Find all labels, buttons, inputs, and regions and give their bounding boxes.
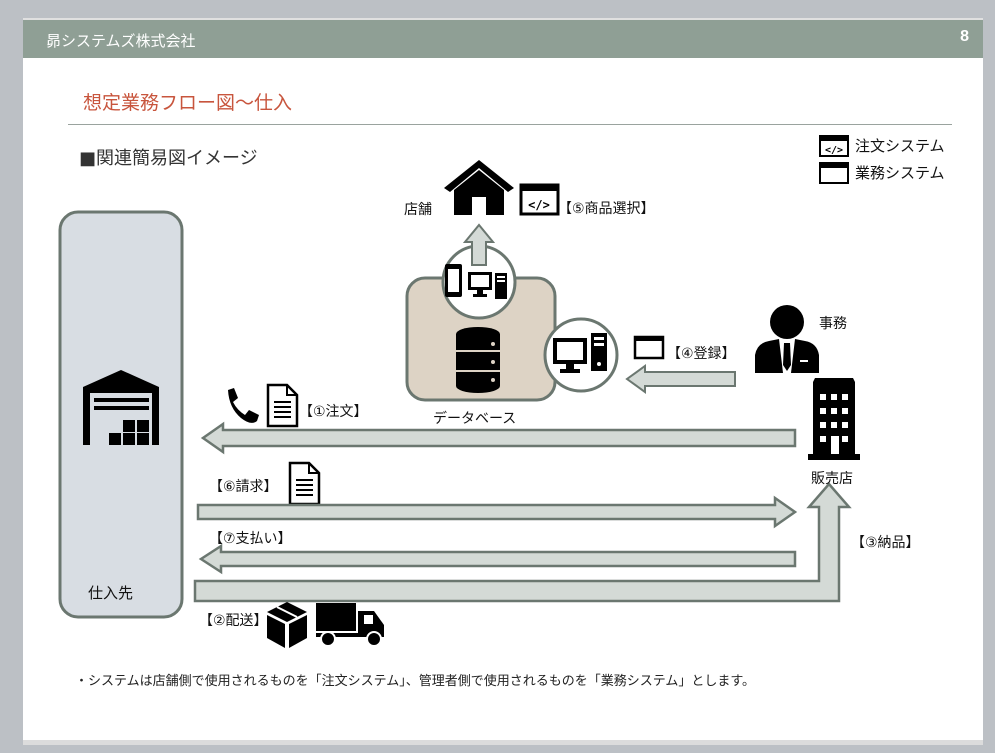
smartphone-icon (445, 264, 462, 297)
step-register: 【④登録】 (667, 346, 736, 362)
step-deliver-goods: 【③納品】 (851, 535, 920, 551)
svg-text:</>: </> (825, 145, 843, 156)
flow-diagram: </> (58, 160, 860, 648)
legend: </> 注文システム 業務システム (819, 132, 945, 186)
legend-item-business-system: 業務システム (819, 159, 945, 186)
arrow-register (625, 364, 736, 394)
phone-icon (228, 388, 259, 423)
step-delivery: 【②配送】 (199, 613, 268, 629)
blank-window-icon (819, 161, 849, 184)
document-icon (266, 383, 299, 428)
step-invoice: 【⑥請求】 (209, 479, 278, 495)
store-label: 店舗 (404, 202, 432, 218)
supplier-box (58, 210, 184, 619)
svg-text:</>: </> (528, 198, 550, 212)
arrow-order (200, 421, 797, 455)
step-product-select: 【⑤商品選択】 (558, 201, 655, 217)
businessman-icon (755, 305, 819, 373)
company-name: 昴システムズ株式会社 (46, 32, 196, 50)
section-subtitle: ■関連簡易図イメージ (79, 148, 258, 169)
dealer-label: 販売店 (811, 471, 853, 487)
slide-header: 昴システムズ株式会社 8 (23, 20, 983, 58)
step-payment: 【⑦支払い】 (209, 531, 292, 547)
legend-label: 注文システム (855, 137, 945, 155)
page-number: 8 (960, 28, 969, 45)
database-icon (456, 327, 500, 393)
tower-pc-icon (495, 273, 507, 299)
arrow-delivery (193, 482, 852, 603)
desktop-icon (553, 338, 587, 373)
legend-item-order-system: </> 注文システム (819, 132, 945, 159)
warehouse-icon (83, 370, 159, 445)
document-icon (288, 461, 321, 506)
arrow-payment (198, 543, 797, 575)
office-building-icon (808, 378, 860, 460)
footnote: ・システムは店舗側で使用されるものを「注文システム」、管理者側で使用されるものを… (75, 674, 756, 689)
arrow-db-to-store (462, 223, 496, 266)
legend-label: 業務システム (855, 164, 945, 182)
title-divider (68, 124, 952, 125)
step-order: 【①注文】 (299, 404, 368, 420)
slide-title: 想定業務フロー図～仕入 (83, 92, 293, 114)
package-icon (267, 602, 307, 648)
truck-icon (316, 603, 384, 647)
database-label: データベース (433, 411, 517, 427)
slide-bottom-edge (23, 740, 983, 745)
supplier-label: 仕入先 (88, 584, 134, 602)
house-icon (444, 160, 514, 215)
blank-window-icon (633, 335, 665, 360)
code-window-icon: </> (819, 134, 849, 157)
code-window-icon: </> (519, 183, 560, 216)
desktop-icon (468, 272, 492, 297)
slide: 昴システムズ株式会社 8 想定業務フロー図～仕入 ■関連簡易図イメージ </> … (23, 18, 983, 741)
arrow-invoice (196, 495, 798, 529)
tower-pc-icon (591, 333, 607, 371)
office-label: 事務 (819, 316, 847, 332)
